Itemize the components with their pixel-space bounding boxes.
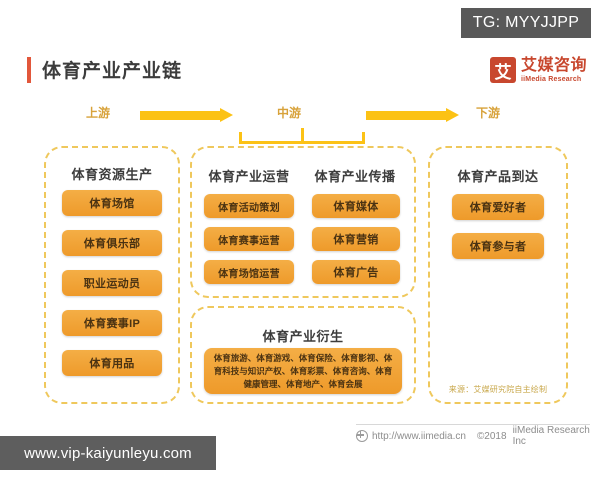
- footer-copyright: ©2018: [476, 430, 507, 442]
- title-accent-bar: [27, 56, 31, 83]
- bracket-right-leg: [362, 132, 365, 144]
- page-title: 体育产业产业链: [27, 56, 182, 83]
- globe-icon: [356, 430, 368, 442]
- arrow-head: [446, 108, 459, 122]
- resource-production-chip-list: 体育场馆 体育俱乐部 职业运动员 体育赛事IP 体育用品: [62, 190, 162, 390]
- derivative-content-box: 体育旅游、体育游戏、体育保险、体育影视、体育科技与知识产权、体育彩票、体育咨询、…: [204, 348, 402, 394]
- flow-label-midstream: 中游: [277, 106, 302, 120]
- bracket-left-leg: [239, 132, 242, 144]
- panel-product-arrival: [428, 146, 568, 404]
- chip-item[interactable]: 体育营销: [312, 227, 400, 251]
- chip-item[interactable]: 体育场馆: [62, 190, 162, 216]
- site-watermark: www.vip-kaiyunleyu.com: [0, 436, 216, 470]
- chip-item[interactable]: 体育媒体: [312, 194, 400, 218]
- footer-company: iiMedia Research Inc: [512, 425, 590, 447]
- footer: http://www.iimedia.cn ©2018 iiMedia Rese…: [356, 425, 594, 447]
- chip-item[interactable]: 体育活动策划: [204, 194, 294, 218]
- product-arrival-chip-list: 体育爱好者 体育参与者: [452, 194, 544, 272]
- logo-text: 艾媒咨询 iiMedia Research: [521, 56, 588, 83]
- industry-operation-chip-list: 体育活动策划 体育赛事运营 体育场馆运营: [204, 194, 294, 293]
- page-title-text: 体育产业产业链: [42, 61, 183, 82]
- bracket-bar: [239, 141, 365, 144]
- midstream-bracket-icon: [239, 128, 365, 144]
- panel-title-industry-operation: 体育产业运营: [208, 169, 290, 184]
- bracket-stem: [301, 128, 304, 142]
- chip-item[interactable]: 体育赛事运营: [204, 227, 294, 251]
- chip-item[interactable]: 体育参与者: [452, 233, 544, 259]
- chip-item[interactable]: 体育俱乐部: [62, 230, 162, 256]
- arrow-shaft: [366, 111, 446, 120]
- panel-title-industry-communication: 体育产业传播: [314, 169, 396, 184]
- industry-communication-chip-list: 体育媒体 体育营销 体育广告: [312, 194, 400, 293]
- logo-mark-icon: 艾: [490, 57, 516, 83]
- chip-item[interactable]: 体育赛事IP: [62, 310, 162, 336]
- logo-name-en: iiMedia Research: [521, 75, 582, 83]
- flow-label-upstream: 上游: [86, 106, 111, 120]
- panel-title-product-arrival: 体育产品到达: [457, 169, 539, 184]
- arrow-midstream-to-downstream-icon: [366, 108, 459, 122]
- chip-item[interactable]: 体育爱好者: [452, 194, 544, 220]
- flow-label-downstream: 下游: [476, 106, 501, 120]
- panel-title-resource-production: 体育资源生产: [71, 167, 153, 182]
- chip-item[interactable]: 体育场馆运营: [204, 260, 294, 284]
- tg-watermark-badge: TG: MYYJJPP: [461, 8, 591, 38]
- arrow-head: [220, 108, 233, 122]
- footer-divider: [356, 424, 590, 425]
- imedia-logo: 艾 艾媒咨询 iiMedia Research: [490, 57, 587, 83]
- panel-title-derivative: 体育产业衍生: [262, 329, 344, 344]
- chip-item[interactable]: 体育广告: [312, 260, 400, 284]
- chip-item[interactable]: 体育用品: [62, 350, 162, 376]
- footer-url[interactable]: http://www.iimedia.cn: [372, 430, 466, 442]
- logo-name-cn: 艾媒咨询: [521, 56, 588, 74]
- chip-item[interactable]: 职业运动员: [62, 270, 162, 296]
- arrow-shaft: [140, 111, 220, 120]
- arrow-upstream-to-midstream-icon: [140, 108, 233, 122]
- source-note: 来源：艾媒研究院自主绘制: [448, 385, 548, 394]
